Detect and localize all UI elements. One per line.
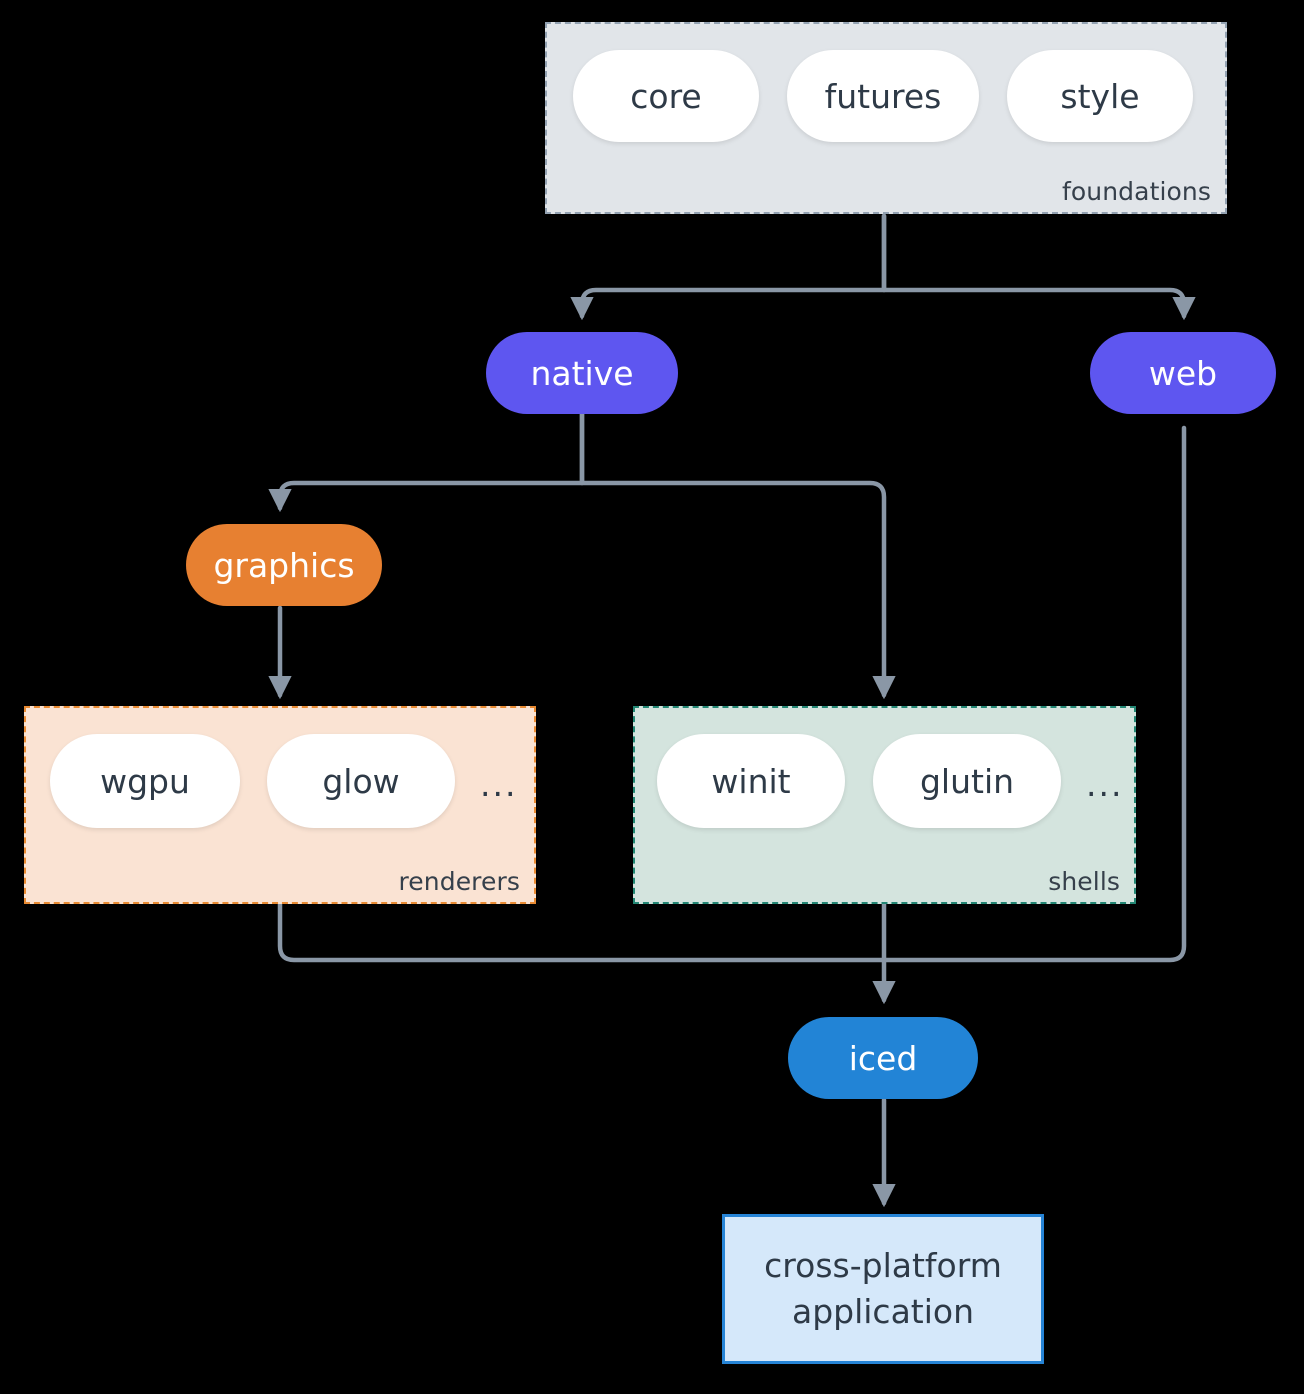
node-style-label: style [1060, 76, 1140, 116]
node-application-label-line2: application [791, 1292, 975, 1331]
edge-foundations-web [881, 213, 1196, 321]
node-core[interactable]: core [573, 50, 759, 142]
node-glutin[interactable]: glutin [873, 734, 1061, 828]
cluster-renderers-label: renderers [398, 867, 520, 896]
node-native[interactable]: native [486, 332, 678, 414]
cluster-shells-label: shells [1048, 867, 1120, 896]
edge-native-shells [579, 409, 896, 700]
node-glutin-label: glutin [919, 761, 1015, 801]
node-shells-more: ... [1086, 768, 1123, 801]
node-wgpu-label: wgpu [100, 761, 190, 801]
node-graphics-label: graphics [213, 545, 355, 585]
node-winit-label: winit [711, 761, 791, 801]
node-glow[interactable]: glow [267, 734, 455, 828]
node-winit[interactable]: winit [657, 734, 845, 828]
node-futures-label: futures [824, 76, 942, 116]
edge-renderers-iced [277, 901, 887, 963]
node-web-label: web [1148, 353, 1218, 393]
node-futures[interactable]: futures [787, 50, 979, 142]
node-renderers-more: ... [480, 768, 517, 801]
node-web[interactable]: web [1090, 332, 1276, 414]
node-core-label: core [630, 76, 702, 116]
node-application-label-line1: cross-platform [764, 1246, 1002, 1286]
edge-foundations-native [570, 213, 887, 321]
node-style[interactable]: style [1007, 50, 1193, 142]
cluster-foundations-label: foundations [1062, 177, 1211, 206]
edge-native-graphics [268, 409, 585, 513]
node-glow-label: glow [322, 761, 400, 801]
node-shells-more-label: ... [1086, 765, 1124, 804]
node-graphics[interactable]: graphics [186, 524, 382, 606]
node-iced-label: iced [848, 1038, 918, 1078]
node-renderers-more-label: ... [480, 765, 518, 804]
node-cross-platform-application[interactable]: cross-platform application [722, 1214, 1044, 1364]
node-native-label: native [530, 353, 634, 393]
node-iced[interactable]: iced [788, 1017, 978, 1099]
node-wgpu[interactable]: wgpu [50, 734, 240, 828]
